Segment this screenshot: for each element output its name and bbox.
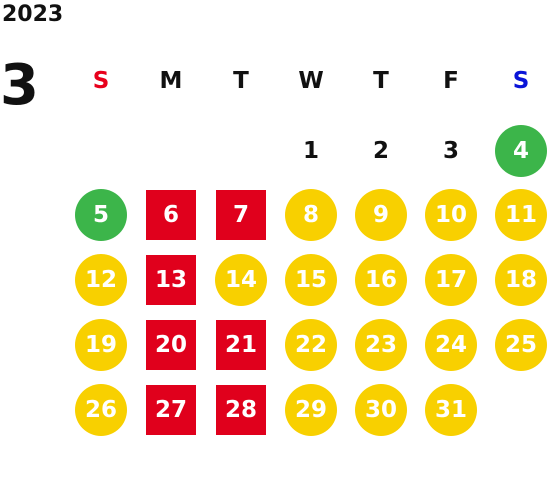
day-cell[interactable]: 2 bbox=[372, 138, 389, 164]
weekday-label: S bbox=[512, 68, 530, 94]
day-cell[interactable]: 30 bbox=[355, 384, 407, 436]
day-cell[interactable]: 8 bbox=[285, 189, 337, 241]
day-cell[interactable]: 7 bbox=[216, 190, 266, 240]
weekday-label: T bbox=[373, 68, 389, 94]
day-cell[interactable]: 15 bbox=[285, 254, 337, 306]
day-cell[interactable]: 9 bbox=[355, 189, 407, 241]
weekday-label: T bbox=[233, 68, 249, 94]
weekday-label: F bbox=[443, 68, 459, 94]
day-cell[interactable]: 19 bbox=[75, 319, 127, 371]
calendar-month: 3 bbox=[0, 53, 39, 118]
day-cell[interactable]: 20 bbox=[146, 320, 196, 370]
day-cell[interactable]: 17 bbox=[425, 254, 477, 306]
day-cell[interactable]: 3 bbox=[442, 138, 459, 164]
day-cell[interactable]: 5 bbox=[75, 189, 127, 241]
day-cell[interactable]: 6 bbox=[146, 190, 196, 240]
calendar-year: 2023 bbox=[2, 2, 64, 27]
weekday-label: W bbox=[298, 68, 324, 94]
day-cell[interactable]: 26 bbox=[75, 384, 127, 436]
day-cell[interactable]: 11 bbox=[495, 189, 547, 241]
day-cell[interactable]: 12 bbox=[75, 254, 127, 306]
day-cell[interactable]: 23 bbox=[355, 319, 407, 371]
day-cell[interactable]: 29 bbox=[285, 384, 337, 436]
day-cell[interactable]: 16 bbox=[355, 254, 407, 306]
day-cell[interactable]: 4 bbox=[495, 125, 547, 177]
day-cell[interactable]: 14 bbox=[215, 254, 267, 306]
day-cell[interactable]: 27 bbox=[146, 385, 196, 435]
weekday-label: S bbox=[92, 68, 110, 94]
day-cell[interactable]: 1 bbox=[302, 138, 319, 164]
day-cell[interactable]: 22 bbox=[285, 319, 337, 371]
day-cell[interactable]: 28 bbox=[216, 385, 266, 435]
day-cell[interactable]: 13 bbox=[146, 255, 196, 305]
day-cell[interactable]: 18 bbox=[495, 254, 547, 306]
day-cell[interactable]: 25 bbox=[495, 319, 547, 371]
day-cell[interactable]: 10 bbox=[425, 189, 477, 241]
day-cell[interactable]: 31 bbox=[425, 384, 477, 436]
day-cell[interactable]: 21 bbox=[216, 320, 266, 370]
day-cell[interactable]: 24 bbox=[425, 319, 477, 371]
weekday-label: M bbox=[159, 68, 183, 94]
